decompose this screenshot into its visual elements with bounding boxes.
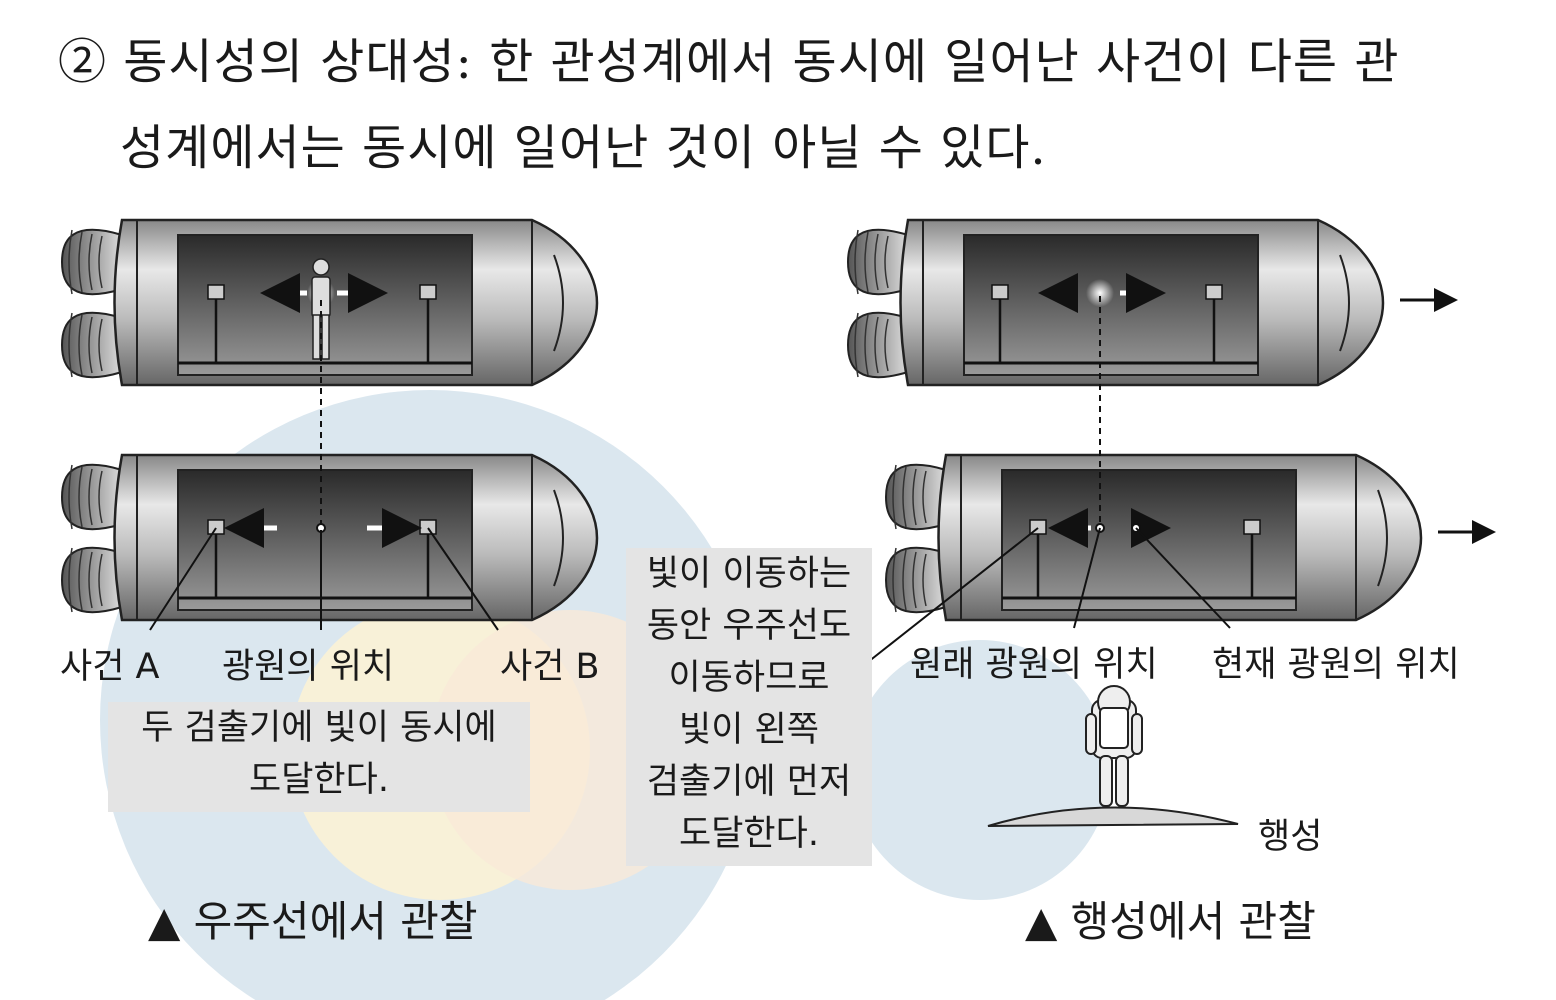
motion-arrows: [1400, 288, 1496, 544]
caption-planet-view: ▲ 행성에서 관찰: [1025, 897, 1316, 946]
leader-lines: [149, 527, 1231, 663]
note-line: 두 검출기에 빛이 동시에: [141, 708, 497, 748]
spaceship-left-bottom: [60, 453, 599, 622]
detector-icon: [1205, 284, 1223, 363]
nozzle-icon: [884, 463, 947, 531]
spaceship-left-top: [60, 218, 599, 387]
detector-icon: [1243, 519, 1261, 598]
note-line: 도달한다.: [249, 760, 389, 800]
detector-icon: [207, 284, 225, 363]
detector-icon: [207, 519, 225, 598]
nozzle-icon: [60, 546, 123, 614]
nozzle-icon: [846, 311, 909, 379]
cabin-window: [963, 234, 1259, 376]
nozzle-icon: [60, 463, 123, 531]
label-event-b: 사건 B: [500, 647, 600, 687]
label-event-a: 사건 A: [60, 647, 160, 687]
label-current-source: 현재 광원의 위치: [1212, 645, 1460, 685]
label-planet: 행성: [1258, 817, 1323, 857]
label-source-position: 광원의 위치: [222, 647, 395, 687]
spaceship-right-top: [846, 218, 1385, 387]
detector-icon: [991, 284, 1009, 363]
heading-line-2: 성계에서는 동시에 일어난 것이 아닐 수 있다.: [120, 120, 1047, 176]
detector-icon: [419, 519, 437, 598]
nozzle-icon: [846, 228, 909, 296]
note-line: 동안 우주선도: [646, 606, 852, 646]
label-original-source: 원래 광원의 위치: [910, 645, 1158, 685]
simultaneous-note: 두 검출기에 빛이 동시에 도달한다.: [108, 702, 530, 812]
nozzle-icon: [60, 311, 123, 379]
light-flash: [1086, 279, 1114, 307]
spaceship-moves-note: 빛이 이동하는 동안 우주선도 이동하므로 빛이 왼쪽 검출기에 먼저 도달한다…: [626, 548, 872, 866]
note-line: 이동하므로: [668, 658, 830, 698]
note-line: 빛이 왼쪽: [679, 710, 819, 750]
nozzle-icon: [884, 546, 947, 614]
dashed-lines: [320, 296, 1101, 525]
planet-surface: [987, 806, 1239, 827]
detector-icon: [1029, 519, 1047, 598]
nozzle-icon: [60, 228, 123, 296]
note-line: 빛이 이동하는: [646, 554, 852, 594]
spaceship-right-bottom: [884, 453, 1423, 622]
caption-spaceship-view: ▲ 우주선에서 관찰: [148, 897, 478, 946]
detector-icon: [419, 284, 437, 363]
note-line: 검출기에 먼저: [646, 762, 852, 802]
astronaut-icon: [1085, 685, 1143, 807]
heading-line-1: ② 동시성의 상대성: 한 관성계에서 동시에 일어난 사건이 다른 관: [58, 34, 1400, 90]
note-line: 도달한다.: [679, 814, 819, 854]
